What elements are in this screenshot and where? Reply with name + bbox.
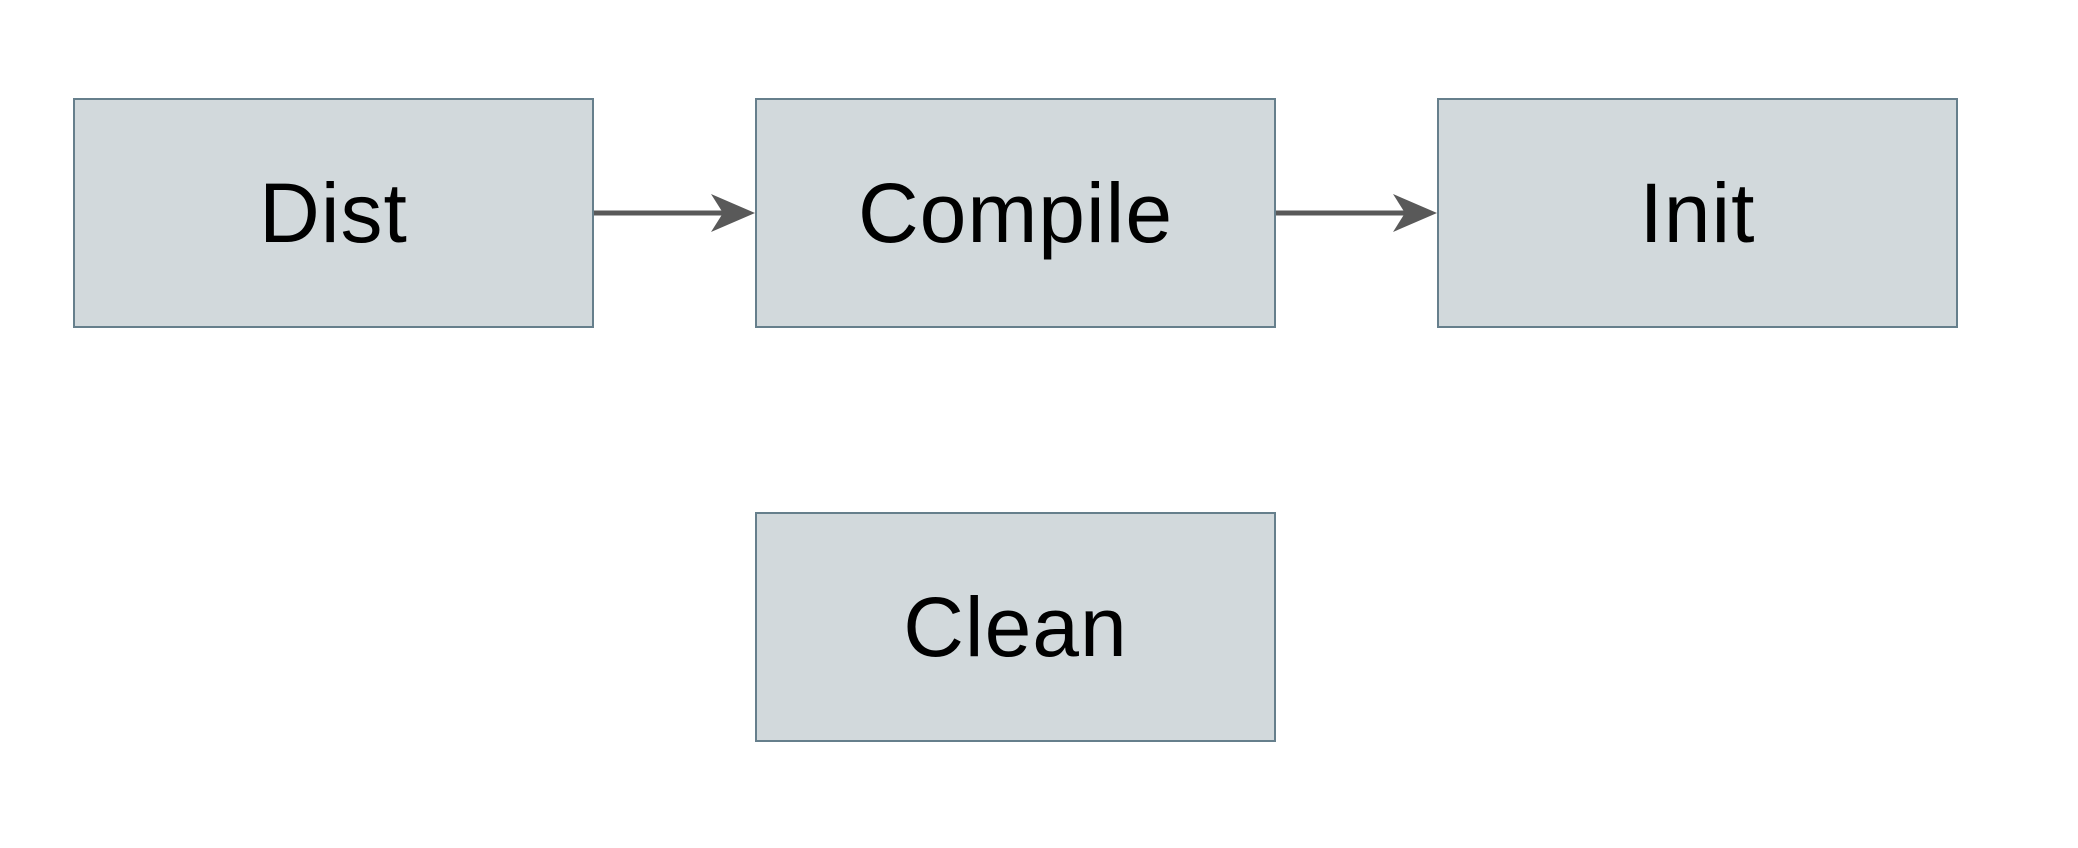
arrowhead-icon [1393,194,1437,232]
connector-compile-init[interactable] [1276,194,1437,232]
node-dist[interactable]: Dist [73,98,594,328]
arrowhead-icon [711,194,755,232]
connector-dist-compile[interactable] [594,194,755,232]
node-clean[interactable]: Clean [755,512,1276,742]
node-compile[interactable]: Compile [755,98,1276,328]
node-label: Compile [857,166,1174,260]
node-label: Init [1639,166,1756,260]
node-label: Clean [903,580,1128,674]
node-label: Dist [259,166,408,260]
node-init[interactable]: Init [1437,98,1958,328]
